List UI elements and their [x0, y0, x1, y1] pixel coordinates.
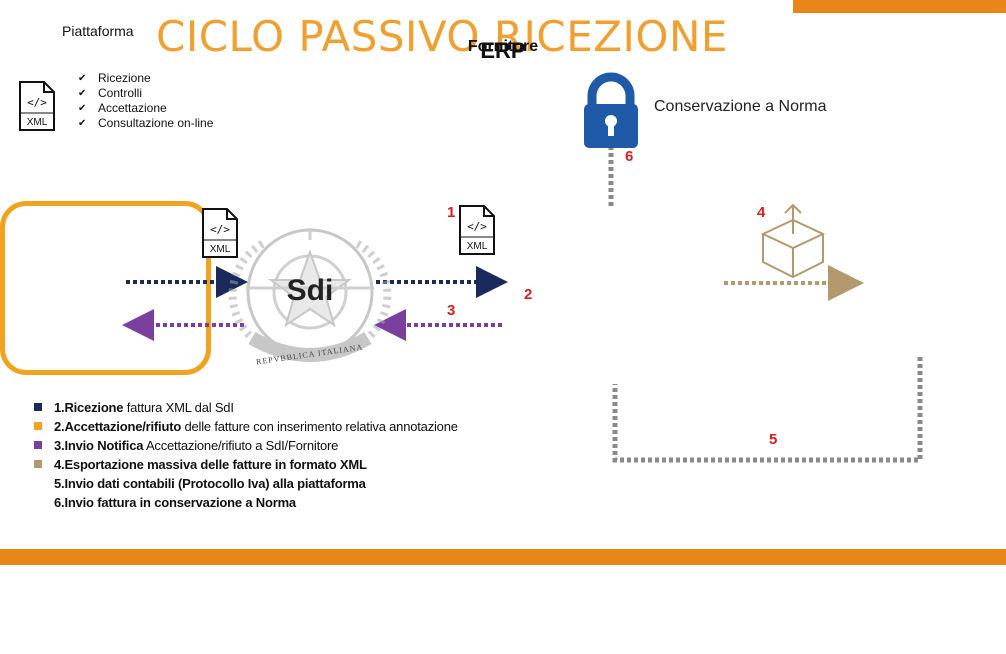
- legend-item: 4.Esportazione massiva delle fatture in …: [34, 455, 458, 474]
- step-number-5: 5: [769, 431, 778, 448]
- padlock-icon: [584, 72, 638, 148]
- checklist-item: Consultazione on-line: [76, 116, 213, 131]
- node-piattaforma: Piattaforma </> XML Ricezione Controlli …: [0, 23, 213, 375]
- top-accent-bar: [793, 0, 1006, 13]
- svg-text:XML: XML: [467, 241, 488, 252]
- step-number-3: 3: [447, 302, 456, 319]
- step-number-6: 6: [625, 148, 634, 165]
- node-fornitore: Fornitore: [0, 0, 538, 100]
- xml-file-icon: </> XML: [202, 208, 238, 258]
- checklist-item: Accettazione: [76, 101, 213, 116]
- conservation-label: Conservazione a Norma: [654, 98, 827, 115]
- step-number-1: 1: [447, 204, 456, 221]
- legend-item: 3.Invio Notifica Accettazione/rifiuto a …: [34, 436, 458, 455]
- legend-swatch: [34, 422, 42, 430]
- fornitore-label: Fornitore: [467, 38, 539, 55]
- svg-text:</>: </>: [210, 223, 230, 236]
- xml-file-icon: </> XML: [19, 81, 55, 131]
- svg-text:XML: XML: [27, 117, 48, 128]
- platform-checklist: Ricezione Controlli Accettazione Consult…: [76, 71, 213, 131]
- xml-file-icon: </> XML: [459, 205, 495, 255]
- sdi-emblem-icon: [228, 228, 392, 362]
- page-title: CICLO PASSIVO RICEZIONE: [156, 12, 728, 61]
- legend-item: 6.Invio fattura in conservazione a Norma: [54, 495, 296, 510]
- node-erp: ERP: [0, 38, 525, 201]
- box-export-icon: [760, 203, 826, 279]
- checklist-item: Ricezione: [76, 71, 213, 86]
- checklist-item: Controlli: [76, 86, 213, 101]
- legend-swatch: [34, 460, 42, 468]
- legend-item: 2.Accettazione/rifiuto delle fatture con…: [34, 417, 458, 436]
- svg-text:</>: </>: [467, 220, 487, 233]
- sdi-label: Sdi: [287, 274, 334, 307]
- connector-erp-to-platform: [612, 357, 923, 463]
- svg-text:</>: </>: [27, 96, 47, 109]
- legend-item: 5.Invio dati contabili (Protocollo Iva) …: [54, 476, 366, 491]
- erp-label: ERP: [480, 38, 526, 63]
- svg-text:XML: XML: [210, 244, 231, 255]
- legend-item: 1.Ricezione fattura XML dal SdI: [34, 398, 458, 417]
- legend-swatch: [34, 441, 42, 449]
- legend: 1.Ricezione fattura XML dal SdI 2.Accett…: [34, 398, 458, 512]
- legend-swatch: [34, 403, 42, 411]
- bottom-accent-bar: [0, 549, 1006, 565]
- step-number-4: 4: [757, 204, 766, 221]
- platform-title: Piattaforma: [62, 23, 134, 39]
- step-number-2: 2: [524, 286, 533, 303]
